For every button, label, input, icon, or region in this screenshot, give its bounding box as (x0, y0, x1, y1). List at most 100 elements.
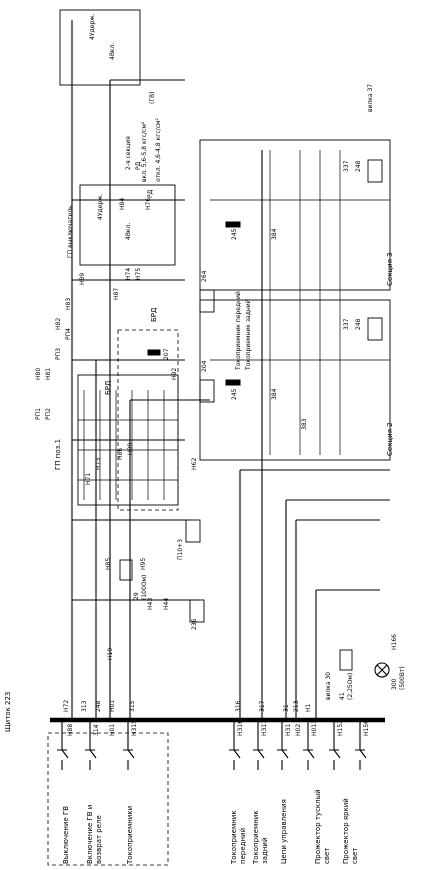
svg-text:П10+3: П10+3 (177, 539, 184, 560)
svg-text:Н88: Н88 (67, 724, 74, 736)
svg-text:248: 248 (355, 318, 362, 330)
svg-text:вкл. 5,6-5,8 кгс/см²: вкл. 5,6-5,8 кгс/см² (141, 121, 148, 182)
gp-switch-label: ГП выключатель (67, 205, 74, 258)
svg-text:РД: РД (135, 161, 142, 170)
svg-text:Н316: Н316 (237, 720, 244, 736)
lamp-cross-icon (376, 664, 388, 676)
svg-text:Н19: Н19 (107, 648, 114, 660)
svg-text:РД: РД (147, 189, 154, 198)
svg-text:Н87: Н87 (113, 288, 120, 300)
svg-text:Н73: Н73 (95, 458, 102, 470)
svg-text:207: 207 (163, 348, 170, 360)
svg-text:337: 337 (343, 160, 350, 172)
svg-text:Н75: Н75 (135, 268, 142, 280)
svg-text:РП3: РП3 (55, 348, 62, 360)
svg-text:4Удерж.: 4Удерж. (97, 193, 104, 220)
r41-resistor (339, 649, 353, 671)
svg-text:Токоприемник задний: Токоприемник задний (245, 299, 252, 371)
left-labels: Выключение ГВ Включение ГВ и возврат рел… (62, 789, 359, 865)
svg-text:Н85: Н85 (105, 558, 112, 570)
svg-text:Н76: Н76 (145, 198, 152, 210)
svg-text:264: 264 (201, 270, 208, 282)
svg-text:248: 248 (355, 160, 362, 172)
svg-text:РП4: РП4 (65, 328, 72, 340)
svg-text:313: 313 (81, 700, 88, 712)
lamp-icon (374, 662, 390, 678)
label-tok-per-1: Токоприемник (230, 810, 238, 865)
svg-text:Н44: Н44 (163, 598, 170, 610)
label-prozh-tusk-2: свет (323, 848, 331, 864)
p10-box (185, 519, 201, 543)
label-tok-per-2: передний (239, 828, 247, 864)
label-tok-zad-2: задний (261, 837, 269, 864)
svg-text:Н31: Н31 (285, 724, 292, 736)
svg-text:314: 314 (93, 724, 100, 736)
svg-text:245: 245 (231, 388, 238, 400)
svg-text:(100Ом): (100Ом) (141, 575, 148, 600)
panel-switches (57, 740, 367, 770)
svg-text:Н74: Н74 (125, 268, 132, 280)
svg-text:РП2: РП2 (45, 408, 52, 420)
svg-text:Н82: Н82 (55, 318, 62, 330)
label-vozvrat: возврат реле (95, 815, 103, 864)
svg-text:Н80: Н80 (35, 368, 42, 380)
svg-text:245: 245 (231, 228, 238, 240)
svg-text:4Удерж.: 4Удерж. (89, 13, 96, 40)
svg-text:383: 383 (301, 418, 308, 430)
svg-text:Н72: Н72 (63, 700, 70, 712)
riser-wires (71, 20, 317, 720)
shchitok-panel (47, 732, 169, 866)
label-prozh-yark-2: свет (351, 848, 359, 864)
label-vykl-gv: Выключение ГВ (62, 806, 70, 864)
svg-text:(500Вт): (500Вт) (399, 666, 406, 690)
r264-coil (199, 289, 215, 313)
r204-coil (199, 379, 215, 403)
relay-labels: РП1 РП2 РП3 РП4 Н80 Н81 Н82 Н83 Н89 Н71 … (35, 198, 198, 660)
wire-labels-bottom: Н88 314 Н01 Н315 Н316 Н317 Н31 Н02 Н011 … (67, 720, 370, 736)
svg-text:29: 29 (133, 592, 140, 600)
label-tokopriemniki: Токоприемники (126, 806, 134, 865)
svg-text:300: 300 (391, 678, 398, 690)
brd-label: БРД (150, 307, 158, 322)
svg-text:Н43: Н43 (147, 598, 154, 610)
label-vkl-gv: Включение ГВ и (86, 805, 94, 864)
svg-text:Н89: Н89 (79, 273, 86, 285)
top-relay-box (59, 9, 141, 86)
brd2-label: БРД (104, 380, 112, 395)
svg-text:Н99: Н99 (127, 443, 134, 455)
label-tok-zad-1: Токоприемник (252, 810, 260, 865)
branch-lines (72, 79, 390, 601)
panel-to-bus-wires (61, 720, 361, 740)
r29-resistor (119, 559, 133, 581)
svg-text:Н317: Н317 (261, 720, 268, 736)
svg-text:РП1: РП1 (35, 408, 42, 420)
svg-text:Токоприемник передний: Токоприемник передний (235, 291, 242, 371)
svg-text:Н83: Н83 (65, 298, 72, 310)
svg-text:Н84: Н84 (119, 198, 126, 210)
svg-text:Н152: Н152 (337, 720, 344, 736)
svg-text:Н86: Н86 (117, 448, 124, 460)
svg-text:Н62: Н62 (191, 458, 198, 470)
svg-text:204: 204 (201, 360, 208, 372)
svg-text:Н01: Н01 (109, 724, 116, 736)
svg-text:41: 41 (339, 692, 346, 700)
gp-switch-box (79, 184, 176, 266)
r236-box (189, 599, 205, 623)
wire-labels-top: Н72 313 248 Н01 315 316 317 31 213 Н1 (63, 700, 312, 712)
svg-text:Н95: Н95 (140, 558, 147, 570)
svg-text:315: 315 (129, 700, 136, 712)
svg-text:Н02: Н02 (295, 724, 302, 736)
sec2-contact (225, 379, 241, 386)
label-prozh-yark-1: Прожектор яркий (342, 798, 350, 864)
svg-text:(ГВ): (ГВ) (149, 92, 156, 104)
sec3-relay-248 (367, 159, 383, 183)
svg-text:Н1: Н1 (305, 703, 312, 712)
section-3-label: Секция 3 (386, 252, 394, 286)
relay-contacts (78, 390, 178, 500)
shchitok-label: Щиток 223 (4, 692, 12, 732)
svg-text:вилка 30: вилка 30 (325, 672, 332, 700)
svg-text:4Вкл.: 4Вкл. (125, 223, 132, 240)
svg-text:Н01: Н01 (109, 700, 116, 712)
svg-text:Н011: Н011 (311, 720, 318, 736)
